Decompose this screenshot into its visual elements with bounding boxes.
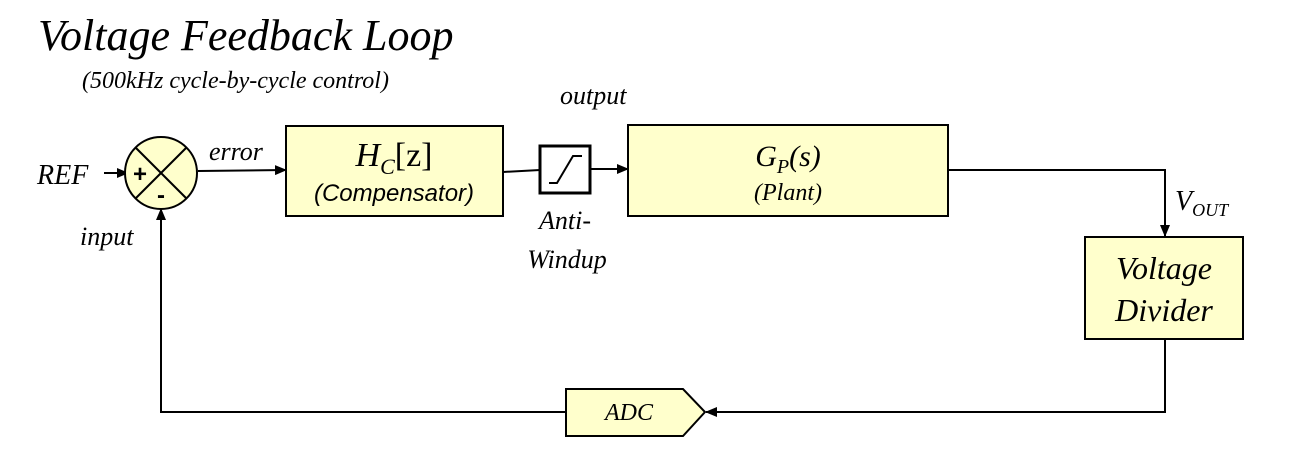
ref-label: REF — [36, 160, 89, 191]
anti-windup-label-line2: Windup — [527, 245, 606, 274]
compensator-block: HC[z] (Compensator) — [285, 125, 504, 217]
saturation-icon — [549, 155, 582, 184]
vout-arrow — [948, 169, 1170, 237]
plant-label: (Plant) — [754, 180, 822, 206]
anti-windup-block: Anti- Windup — [527, 144, 607, 274]
anti-windup-label-line1: Anti- — [537, 206, 591, 235]
plant-transfer-function: GP(s) — [755, 140, 821, 178]
error-arrow — [197, 165, 287, 176]
divider-label-line1: Voltage — [1116, 250, 1212, 286]
compensator-label: (Compensator) — [314, 180, 474, 207]
output-label: output — [560, 81, 627, 110]
adc-label: ADC — [603, 400, 654, 426]
minus-sign: - — [157, 182, 165, 209]
divider-label-line2: Divider — [1114, 292, 1213, 328]
adc-to-input-arrow — [156, 208, 566, 413]
plus-sign: + — [133, 161, 147, 188]
divider-to-adc-arrow — [705, 339, 1166, 417]
diagram-title: Voltage Feedback Loop — [38, 11, 453, 60]
adc-block: ADC — [565, 388, 707, 437]
vout-label: VOUT — [1175, 186, 1230, 220]
plant-block: GP(s) (Plant) — [627, 124, 949, 217]
comp-to-antiwindup-wire — [502, 169, 541, 173]
voltage-divider-block: Voltage Divider — [1084, 236, 1244, 340]
input-label: input — [80, 222, 134, 251]
summing-junction: + - — [124, 136, 198, 210]
error-label: error — [209, 137, 264, 166]
compensator-transfer-function: HC[z] — [355, 137, 433, 179]
diagram-subtitle: (500kHz cycle-by-cycle control) — [82, 68, 389, 94]
